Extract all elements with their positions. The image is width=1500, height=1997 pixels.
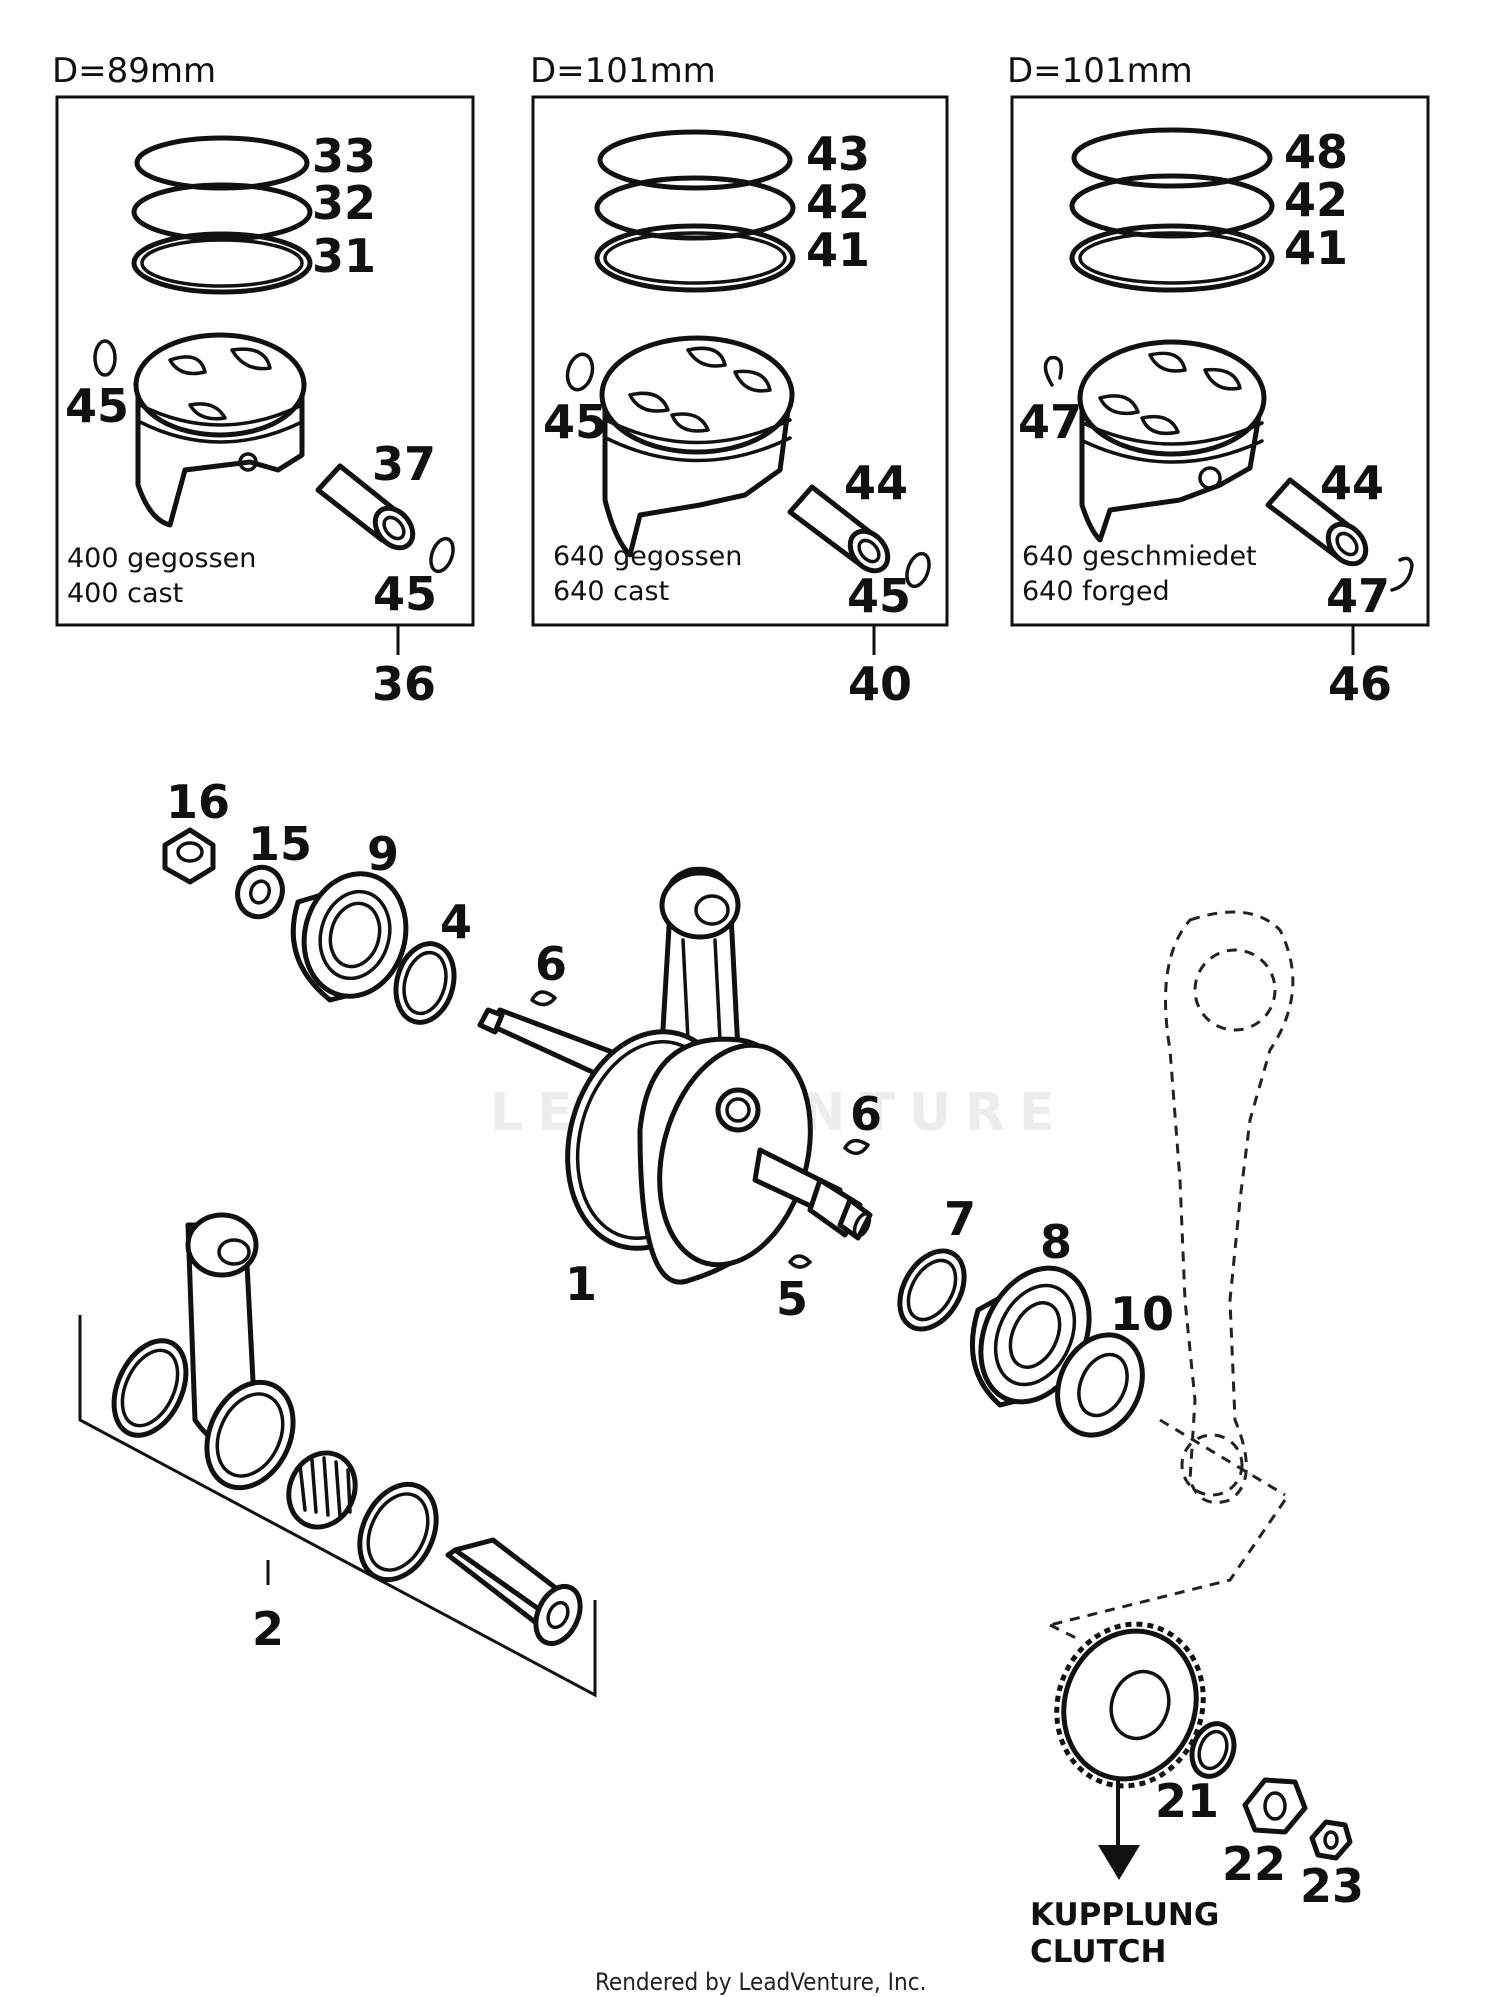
key-top-part [530,990,557,1007]
clutch-arrow [1098,1780,1140,1880]
kit-2-piston-rings [594,129,796,293]
needle-bearing-part [286,1450,358,1530]
lock-washer-part [1189,1721,1237,1779]
kit-2-note-en: 640 cast [553,576,669,607]
kit-2-note-de: 640 gegossen [553,541,742,572]
kickstarter-outline [1049,910,1295,1642]
kit-2-diameter: D=101mm [530,51,716,91]
kit-1-piston-pin [315,463,416,551]
callout-32: 32 [312,176,376,230]
callout-1: 1 [565,1257,597,1311]
callout-2: 2 [252,1602,284,1656]
callout-33: 33 [312,129,376,183]
kit-3-note-de: 640 geschmiedet [1022,541,1257,572]
callout-42-b: 42 [1284,173,1348,227]
callout-43: 43 [806,127,870,181]
clutch-label-en: CLUTCH [1030,1934,1166,1970]
kit-3-circlip-top [1043,355,1063,387]
callout-45-bottom-2: 45 [847,569,911,623]
kit-3-circlip-bottom [1390,556,1414,592]
callout-6-right: 6 [850,1087,882,1141]
callout-9: 9 [367,827,399,881]
callout-37: 37 [372,437,436,491]
callout-21: 21 [1155,1774,1219,1828]
clutch-label-de: KUPPLUNG [1030,1897,1219,1933]
kit-1-note-de: 400 gegossen [67,543,256,574]
kit-1-piston [133,332,307,528]
callout-22: 22 [1222,1837,1286,1891]
piston-kit-1: D=89mm 33 32 31 45 37 400 [52,51,475,711]
kit-1-note-en: 400 cast [67,578,183,609]
washer-part [235,864,285,920]
callout-47-bottom: 47 [1326,569,1390,623]
callout-45-top-2: 45 [543,395,607,449]
kit-2-piston-pin [787,484,891,574]
kit-3-piston-rings [1069,127,1275,293]
small-nut-part [1309,1819,1353,1861]
piston-kit-2: D=101mm 43 42 41 45 44 640 [530,51,949,711]
kit-3-piston [1077,339,1267,543]
callout-41-b: 41 [1284,221,1348,275]
bearing-left-part [290,871,409,1003]
kit-1-diameter: D=89mm [52,51,216,91]
kit-1-circlip-bottom [429,536,455,574]
kit-1-piston-rings [131,135,313,295]
callout-47-top: 47 [1018,395,1082,449]
callout-7: 7 [944,1192,976,1246]
callout-42: 42 [806,175,870,229]
callout-46: 46 [1328,657,1392,711]
callout-10: 10 [1110,1287,1174,1341]
callout-16: 16 [166,775,230,829]
callout-40: 40 [848,657,912,711]
kit-2-circlip-bottom [905,551,931,589]
kit-2-circlip-top [565,352,595,392]
kit-3-note-en: 640 forged [1022,576,1170,607]
piston-kit-3: D=101mm 48 42 41 47 44 [1007,51,1430,711]
footer-credit: Rendered by LeadVenture, Inc. [595,1968,926,1996]
callout-31: 31 [312,229,376,283]
conrod-kit-part [78,1212,597,1698]
callout-15: 15 [248,817,312,871]
kit-1-circlip-top [93,339,117,377]
key-bottom-part [788,1254,812,1269]
callout-5: 5 [776,1272,808,1326]
callout-36: 36 [372,657,436,711]
callout-6-top: 6 [535,937,567,991]
thrust-washer-part [357,1481,439,1583]
callout-4: 4 [440,895,472,949]
crankshaft-part [477,866,873,1285]
callout-44-b: 44 [1320,456,1384,510]
callout-44: 44 [844,456,908,510]
kit-3-frame [1010,95,1430,627]
kit-3-piston-pin [1265,477,1369,567]
kit-2-piston [599,335,795,558]
kit-3-diameter: D=101mm [1007,51,1193,91]
conrod-kit-bracket [78,1315,597,1698]
callout-45-top: 45 [65,379,129,433]
seal-part [1055,1332,1145,1438]
bearing-right-part [969,1265,1092,1408]
shim-left-part [393,941,457,1025]
callout-45-bottom: 45 [373,567,437,621]
callout-41: 41 [806,223,870,277]
crank-pin-part [445,1537,583,1646]
kit-1-frame [55,95,475,627]
kit-2-frame [531,95,949,627]
nut-part [162,827,216,885]
shim-right-part [897,1248,967,1332]
gear-nut-part [1242,1777,1308,1835]
callout-48: 48 [1284,125,1348,179]
callout-23: 23 [1300,1859,1364,1913]
callout-8: 8 [1040,1215,1072,1269]
clutch-gear-part [1054,1621,1206,1789]
key-right-part [843,1138,870,1155]
